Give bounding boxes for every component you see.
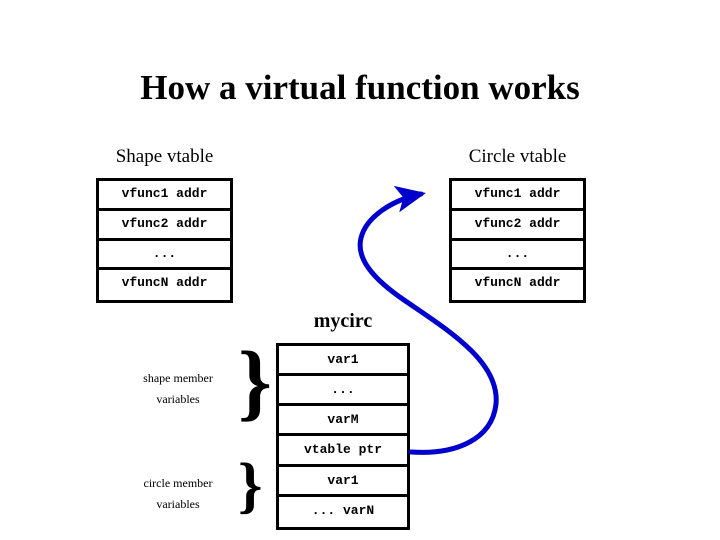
shape-member-variables-label: shape member variables — [116, 368, 240, 410]
circle-vtable-row: vfunc2 addr — [452, 211, 583, 241]
mycirc-caption: mycirc — [313, 310, 373, 332]
shape-member-brace-icon: } — [238, 333, 272, 429]
shape-vtable-row: ... — [99, 241, 230, 271]
circle-vtable-row: ... — [452, 241, 583, 271]
shape-vtable-row: vfunc2 addr — [99, 211, 230, 241]
mycirc-row: ... varN — [311, 502, 375, 518]
shape-vtable-row: vfuncN addr — [121, 275, 208, 291]
circle-member-variables-label: circle member variables — [116, 473, 240, 515]
circle-member-brace-icon: } — [238, 452, 263, 520]
shape-member-label-line2: variables — [156, 392, 200, 406]
page-title: How a virtual function works — [140, 68, 580, 107]
mycirc-row: varM — [279, 406, 407, 437]
circle-vtable-box: vfunc1 addr vfunc2 addr ... vfuncN addr — [449, 178, 586, 303]
shape-member-label-line1: shape member — [143, 371, 213, 385]
circle-vtable-caption: Circle vtable — [468, 146, 567, 167]
shape-vtable-box: vfunc1 addr vfunc2 addr ... vfuncN addr — [96, 178, 233, 303]
mycirc-vtable-ptr-row: vtable ptr — [279, 436, 407, 467]
mycirc-row: ... — [279, 376, 407, 407]
circle-vtable-row: vfunc1 addr — [452, 181, 583, 211]
circle-member-label-line1: circle member — [143, 476, 213, 490]
mycirc-row: var1 — [279, 346, 407, 377]
mycirc-object-box: var1 ... varM vtable ptr var1 ... varN — [276, 343, 410, 530]
mycirc-row: var1 — [279, 467, 407, 497]
shape-vtable-caption: Shape vtable — [115, 146, 214, 167]
circle-member-label-line2: variables — [156, 497, 200, 511]
circle-vtable-row: vfuncN addr — [474, 275, 561, 291]
shape-vtable-row: vfunc1 addr — [99, 181, 230, 211]
